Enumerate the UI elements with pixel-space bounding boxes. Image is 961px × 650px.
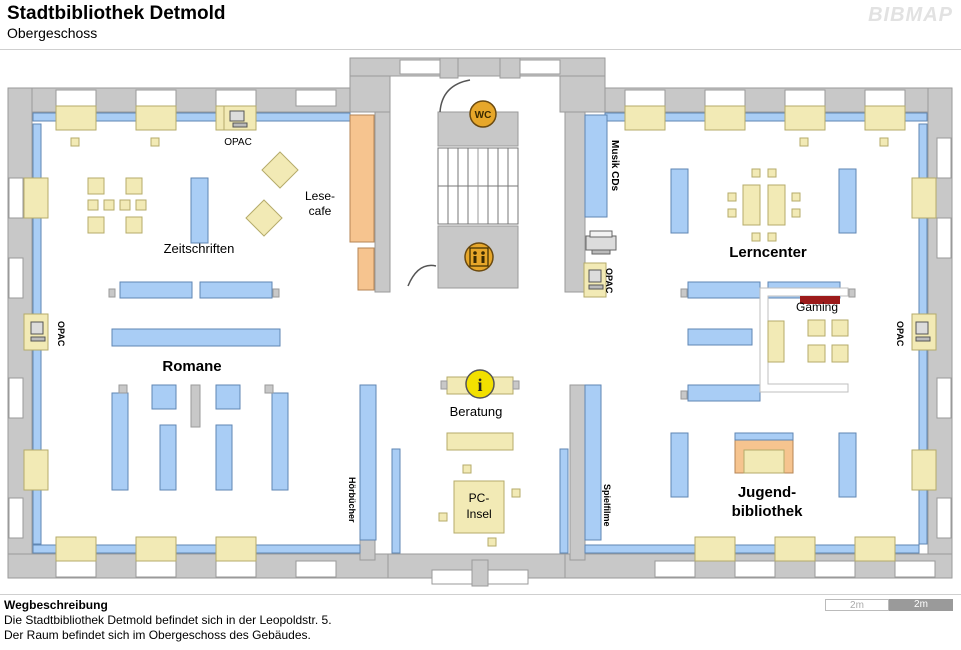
- window-table: [23, 449, 49, 491]
- wall-bottom-pillar: [471, 559, 489, 587]
- shelf-hoerbuecher-2: [391, 448, 401, 554]
- opac-terminal-left[interactable]: [23, 313, 49, 351]
- bibmap-logo: BIBMAP: [868, 4, 953, 26]
- opac-label-right: OPAC: [895, 321, 905, 347]
- shelf-spielfilme-2: [559, 448, 569, 554]
- directions-title: Wegbeschreibung: [4, 598, 108, 612]
- door-arc: [407, 264, 437, 287]
- pc-insel: [438, 464, 521, 547]
- window-table: [911, 177, 937, 219]
- wall-lower-right: [569, 384, 586, 561]
- elevator-shaft: [437, 225, 519, 289]
- lesecafe-label-2: cafe: [309, 204, 332, 218]
- jugend-sofa: [734, 432, 794, 474]
- printer-icon[interactable]: [585, 230, 617, 255]
- page-title: Stadtbibliothek Detmold: [7, 3, 226, 24]
- wall-stair-left: [374, 111, 391, 293]
- elevator-icon[interactable]: [464, 242, 494, 272]
- window-table: [23, 177, 49, 219]
- wall-wc-pillar-l: [439, 57, 459, 79]
- lerncenter-label: Lerncenter: [729, 244, 807, 261]
- floor-subtitle: Obergeschoss: [7, 25, 98, 41]
- zeitschriften-tables: [87, 151, 299, 237]
- window-table: [135, 536, 177, 562]
- window-table: [911, 449, 937, 491]
- window-table: [784, 105, 826, 131]
- musik-cds-label: Musik CDs: [609, 140, 620, 192]
- lesecafe-counter: [349, 114, 375, 243]
- shelf-zeitschriften: [190, 177, 209, 244]
- cafe-table: [245, 199, 283, 237]
- pc-insel-table: [453, 480, 505, 534]
- opac-label-center: OPAC: [604, 268, 614, 294]
- header-divider: [0, 49, 961, 50]
- lesecafe-label-1: Lese-: [305, 189, 335, 203]
- romane-label: Romane: [162, 358, 221, 375]
- wall-stair-right: [564, 111, 586, 293]
- scale-segment-dark: 2m: [889, 599, 953, 611]
- beratung-label: Beratung: [450, 404, 503, 419]
- floor-plan[interactable]: WC i: [0, 52, 961, 592]
- shelf-musik-cds: [584, 114, 608, 218]
- gaming-label: Gaming: [796, 300, 838, 314]
- window-table: [55, 105, 97, 131]
- opac-terminal-center[interactable]: [583, 262, 607, 298]
- window-table: [774, 536, 816, 562]
- shelf-hoerbuecher: [359, 384, 377, 541]
- window-table: [854, 536, 896, 562]
- door-arc: [439, 79, 471, 113]
- footer-divider: [0, 594, 961, 595]
- window-table: [704, 105, 746, 131]
- zeitschriften-label: Zeitschriften: [164, 241, 235, 256]
- window-table: [55, 536, 97, 562]
- gaming-console: [800, 296, 840, 304]
- staircase: [437, 147, 519, 225]
- opac-label-top: OPAC: [224, 137, 252, 148]
- window-table: [864, 105, 906, 131]
- lesecafe-counter-2: [357, 247, 375, 291]
- pc-insel-label-1: PC-: [469, 491, 490, 505]
- lerncenter-tables: [727, 168, 801, 242]
- hoerbuecher-label: Hörbücher: [347, 477, 357, 523]
- window-table: [624, 105, 666, 131]
- spielfilme-label: Spielfilme: [602, 484, 612, 527]
- service-desk: [446, 432, 514, 451]
- romane-shelves: [111, 281, 289, 491]
- window-table: [694, 536, 736, 562]
- pc-insel-label-2: Insel: [466, 507, 491, 521]
- wall-wc-pillar-r: [499, 57, 521, 79]
- lerncenter-shelves: [670, 168, 857, 498]
- window-table: [135, 105, 177, 131]
- wc-label: WC: [475, 110, 492, 121]
- shelf-spielfilme: [584, 384, 602, 541]
- map-header: Stadtbibliothek Detmold Obergeschoss BIB…: [0, 0, 961, 50]
- directions-line-1: Die Stadtbibliothek Detmold befindet sic…: [4, 613, 332, 627]
- wc-icon[interactable]: WC: [469, 100, 497, 128]
- scale-segment-light: 2m: [825, 599, 889, 611]
- cafe-table: [261, 151, 299, 189]
- info-icon[interactable]: i: [465, 369, 495, 399]
- window-table: [215, 536, 257, 562]
- wall-center-top: [349, 57, 606, 77]
- directions-line-2: Der Raum befindet sich im Obergeschoss d…: [4, 628, 311, 642]
- opac-label-left: OPAC: [56, 321, 66, 347]
- opac-terminal-right[interactable]: [911, 313, 937, 351]
- shelf-bottom-left-wall: [32, 544, 361, 554]
- wc-room: [437, 111, 519, 147]
- jugend-label-1: Jugend-: [738, 484, 796, 501]
- shelf-bottom-right-wall: [584, 544, 920, 554]
- info-label: i: [477, 375, 482, 395]
- scale-bar: 2m 2m: [825, 599, 953, 611]
- jugend-label-2: bibliothek: [732, 503, 803, 520]
- gaming-room: [759, 287, 849, 393]
- opac-terminal-top[interactable]: [223, 105, 257, 131]
